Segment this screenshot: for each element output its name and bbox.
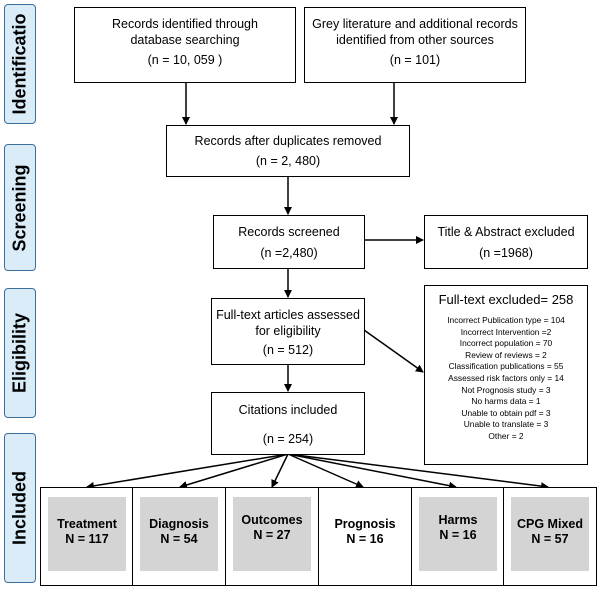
database-line-2: database searching bbox=[130, 33, 240, 47]
category-card-cpg-mixed: CPG Mixed N = 57 bbox=[503, 487, 597, 586]
fulltext-assessed-box: Full-text articles assessed for eligibil… bbox=[211, 298, 365, 365]
arrow-to-cpg-mixed bbox=[287, 453, 549, 491]
category-name: Outcomes bbox=[241, 513, 303, 527]
arrow-fulltext-to-excluded bbox=[363, 329, 424, 373]
screened-line-1: Records screened bbox=[238, 225, 340, 239]
category-shading bbox=[419, 497, 497, 571]
category-card-diagnosis: Diagnosis N = 54 bbox=[132, 487, 226, 586]
arrow-to-prognosis bbox=[287, 453, 364, 488]
phase-screening: Screening bbox=[4, 144, 36, 271]
records-screened-box: Records screened (n =2,480) bbox=[213, 215, 365, 269]
grey-literature-box: Grey literature and additional records i… bbox=[304, 7, 526, 83]
citations-included-box: Citations included (n = 254) bbox=[211, 392, 365, 455]
screened-count: (n =2,480) bbox=[260, 246, 318, 260]
fulltext-count: (n = 512) bbox=[262, 343, 314, 357]
excluded-reason: Assessed risk factors only = 14 bbox=[448, 372, 564, 383]
duplicates-removed-box: Records after duplicates removed (n = 2,… bbox=[166, 125, 410, 177]
category-shading bbox=[511, 497, 589, 571]
fulltext-excluded-title: Full-text excluded= 258 bbox=[438, 292, 574, 307]
phase-eligibility-label: Eligibility bbox=[9, 312, 30, 394]
fulltext-line-2: for eligibility bbox=[255, 324, 321, 338]
category-count: N = 16 bbox=[346, 532, 384, 546]
excluded-reason: Classification publications = 55 bbox=[448, 361, 564, 372]
excluded-reason: Not Prognosis study = 3 bbox=[461, 384, 551, 395]
excluded-reason: Incorrect population = 70 bbox=[459, 338, 553, 349]
excluded-reason: Unable to translate = 3 bbox=[463, 419, 549, 430]
excluded-reason: Incorrect Intervention =2 bbox=[460, 326, 552, 337]
category-shading bbox=[140, 497, 218, 571]
grey-line-1: Grey literature and additional records bbox=[312, 17, 518, 31]
category-name: CPG Mixed bbox=[517, 517, 583, 531]
duplicates-count: (n = 2, 480) bbox=[255, 154, 321, 168]
phase-identification-label: Identificatio bbox=[9, 13, 30, 115]
grey-line-2: identified from other sources bbox=[336, 33, 494, 47]
category-name: Prognosis bbox=[334, 517, 396, 531]
database-count: (n = 10, 059 ) bbox=[147, 53, 223, 67]
category-count: N = 54 bbox=[160, 532, 198, 546]
title-excluded-count: (n =1968) bbox=[479, 246, 533, 260]
category-name: Treatment bbox=[57, 517, 117, 531]
category-shading bbox=[48, 497, 126, 571]
category-count: N = 16 bbox=[439, 528, 477, 542]
phase-eligibility: Eligibility bbox=[4, 288, 36, 418]
category-name: Harms bbox=[438, 513, 478, 527]
grey-count: (n = 101) bbox=[389, 53, 441, 67]
excluded-reason: Review of reviews = 2 bbox=[465, 349, 547, 360]
category-count: N = 57 bbox=[531, 532, 569, 546]
category-card-prognosis: Prognosis N = 16 bbox=[318, 487, 412, 586]
phase-identification: Identificatio bbox=[4, 4, 36, 124]
arrow-to-treatment bbox=[86, 453, 289, 490]
category-card-harms: Harms N = 16 bbox=[411, 487, 505, 586]
category-card-outcomes: Outcomes N = 27 bbox=[225, 487, 319, 586]
phase-included: Included bbox=[4, 433, 36, 583]
database-records-box: Records identified through database sear… bbox=[74, 7, 296, 83]
category-name: Diagnosis bbox=[149, 517, 209, 531]
arrow-to-harms bbox=[287, 453, 457, 490]
excluded-reason: Incorrect Publication type = 104 bbox=[447, 315, 565, 325]
citations-line-1: Citations included bbox=[238, 403, 338, 417]
citations-count: (n = 254) bbox=[262, 432, 314, 446]
category-card-treatment: Treatment N = 117 bbox=[40, 487, 134, 586]
phase-screening-label: Screening bbox=[9, 163, 30, 252]
category-count: N = 117 bbox=[65, 532, 109, 546]
fulltext-line-1: Full-text articles assessed bbox=[216, 308, 360, 322]
fulltext-excluded-box: Full-text excluded= 258 Incorrect Public… bbox=[424, 285, 588, 465]
excluded-reason: Unable to obtain pdf = 3 bbox=[461, 407, 551, 418]
duplicates-line-1: Records after duplicates removed bbox=[194, 134, 382, 148]
category-count: N = 27 bbox=[253, 528, 291, 542]
excluded-reason: No harms data = 1 bbox=[471, 396, 541, 407]
category-shading bbox=[233, 497, 311, 571]
phase-included-label: Included bbox=[9, 470, 30, 546]
database-line-1: Records identified through bbox=[112, 17, 258, 31]
title-excluded-line-1: Title & Abstract excluded bbox=[437, 225, 575, 239]
title-abstract-excluded-box: Title & Abstract excluded (n =1968) bbox=[424, 215, 588, 269]
arrow-to-diagnosis bbox=[179, 453, 289, 489]
excluded-reason: Other = 2 bbox=[488, 430, 524, 441]
arrow-to-outcomes bbox=[271, 453, 289, 488]
